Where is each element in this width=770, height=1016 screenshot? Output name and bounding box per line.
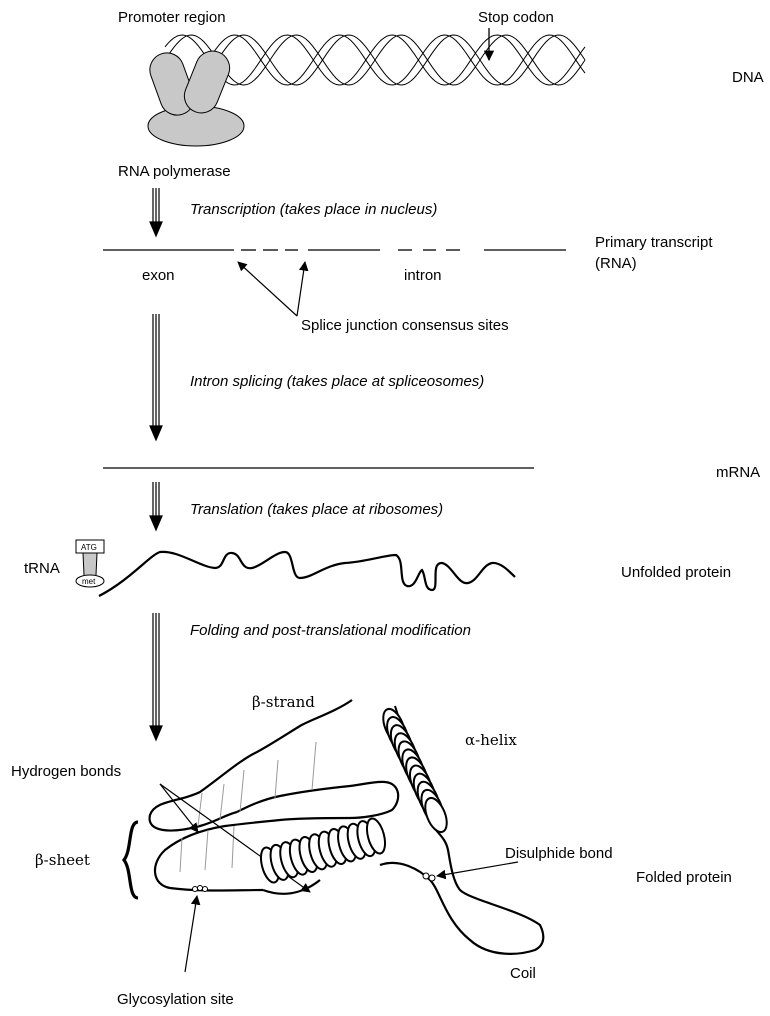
- translation-step-label: Translation (takes place at ribosomes): [190, 501, 443, 518]
- splicing-step-label: Intron splicing (takes place at spliceos…: [190, 373, 484, 390]
- folded-protein-label: Folded protein: [636, 869, 732, 886]
- trna-codon-label: ATG: [81, 543, 97, 552]
- dna-side-label: DNA: [732, 69, 764, 86]
- transcription-arrow: [150, 188, 162, 236]
- trna-amino-acid-label: met: [82, 577, 96, 586]
- rna-polymerase-label: RNA polymerase: [118, 163, 231, 180]
- trna-label: tRNA: [24, 560, 60, 577]
- splice-junction-label: Splice junction consensus sites: [301, 317, 509, 334]
- splicing-arrow: [150, 314, 162, 440]
- promoter-region-label: Promoter region: [118, 9, 226, 26]
- beta-strand-label: β-strand: [252, 693, 315, 711]
- rna-polymerase-icon: [145, 46, 244, 146]
- intron-label: intron: [404, 267, 442, 284]
- coil-label: Coil: [510, 965, 536, 982]
- beta-sheet-label: β-sheet: [35, 851, 90, 869]
- primary-transcript-rna-label: (RNA): [595, 255, 637, 272]
- glycosylation-site-icon: [193, 886, 208, 892]
- beta-sheet-brace: [124, 822, 138, 898]
- alpha-helix-label: α-helix: [465, 731, 517, 749]
- unfolded-protein-label: Unfolded protein: [621, 564, 731, 581]
- splice-junction-arrows: [238, 262, 305, 316]
- alpha-helix-upper: [379, 706, 451, 835]
- translation-arrow: [150, 482, 162, 530]
- unfolded-protein-chain: [99, 552, 515, 596]
- disulphide-bond-icon: [423, 873, 435, 881]
- exon-label: exon: [142, 267, 175, 284]
- alpha-helix-lower: [258, 817, 389, 885]
- primary-transcript-label: Primary transcript: [595, 234, 713, 251]
- folding-step-label: Folding and post-translational modificat…: [190, 622, 471, 639]
- mrna-side-label: mRNA: [716, 464, 760, 481]
- glycosylation-site-label: Glycosylation site: [117, 991, 234, 1008]
- disulphide-bond-label: Disulphide bond: [505, 845, 613, 862]
- disulphide-bond-arrow: [437, 862, 518, 876]
- glycosylation-arrow: [185, 896, 197, 972]
- transcription-step-label: Transcription (takes place in nucleus): [190, 201, 437, 218]
- helix-ring: [421, 795, 451, 835]
- hydrogen-bonds-label: Hydrogen bonds: [11, 763, 121, 780]
- stop-codon-label: Stop codon: [478, 9, 554, 26]
- folding-arrow: [150, 613, 162, 740]
- trna-icon: ATG met: [76, 540, 104, 587]
